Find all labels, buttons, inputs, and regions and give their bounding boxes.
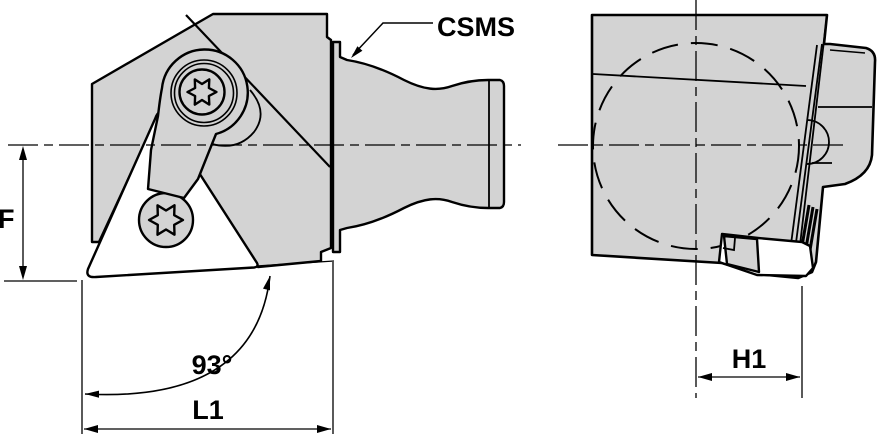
angle-arrow-left bbox=[85, 390, 99, 398]
insert-edge-extension bbox=[255, 260, 335, 267]
l1-arrow-left bbox=[84, 425, 98, 433]
clamp-counterbore-outer bbox=[170, 59, 238, 127]
overhang-top-inner-line bbox=[829, 49, 866, 54]
h1-dimension: H1 bbox=[698, 286, 803, 398]
f-arrow-up bbox=[19, 146, 27, 160]
end-view bbox=[558, 0, 877, 398]
head-edge-line-1 bbox=[797, 14, 828, 263]
angle-dimension: 93° bbox=[84, 260, 335, 398]
angle-label: 93° bbox=[192, 350, 233, 380]
shank bbox=[331, 40, 506, 254]
end-view-clamp-piece bbox=[722, 234, 761, 274]
head-edge-line-2 bbox=[793, 43, 823, 259]
h1-arrow-right bbox=[786, 373, 800, 381]
clamp-piece-notch bbox=[722, 237, 736, 252]
clamp-detail-curve bbox=[211, 89, 262, 147]
f-dimension: F bbox=[0, 146, 77, 282]
h1-arrow-left bbox=[698, 373, 712, 381]
clamp-screw-torx-icon bbox=[186, 78, 218, 106]
insert-screw-torx-icon bbox=[147, 204, 185, 236]
l1-dimension: L1 bbox=[81, 262, 334, 434]
l1-arrow-right bbox=[317, 425, 331, 433]
csms-callout: CSMS bbox=[351, 12, 515, 58]
head-edge-line-3 bbox=[789, 44, 818, 253]
head-chamfer-edge bbox=[185, 14, 331, 168]
h1-label: H1 bbox=[732, 344, 767, 374]
f-label: F bbox=[0, 204, 15, 234]
angle-arc bbox=[84, 275, 271, 396]
angle-arrow-top bbox=[263, 276, 270, 291]
csms-arrow bbox=[351, 46, 363, 58]
csms-leader-line bbox=[352, 22, 433, 56]
side-view bbox=[8, 12, 521, 279]
csms-label: CSMS bbox=[437, 12, 515, 42]
head-top-edge-line bbox=[592, 73, 807, 87]
f-arrow-down bbox=[19, 266, 27, 280]
l1-label: L1 bbox=[192, 395, 224, 425]
clamp-counterbore-inner bbox=[173, 62, 235, 124]
